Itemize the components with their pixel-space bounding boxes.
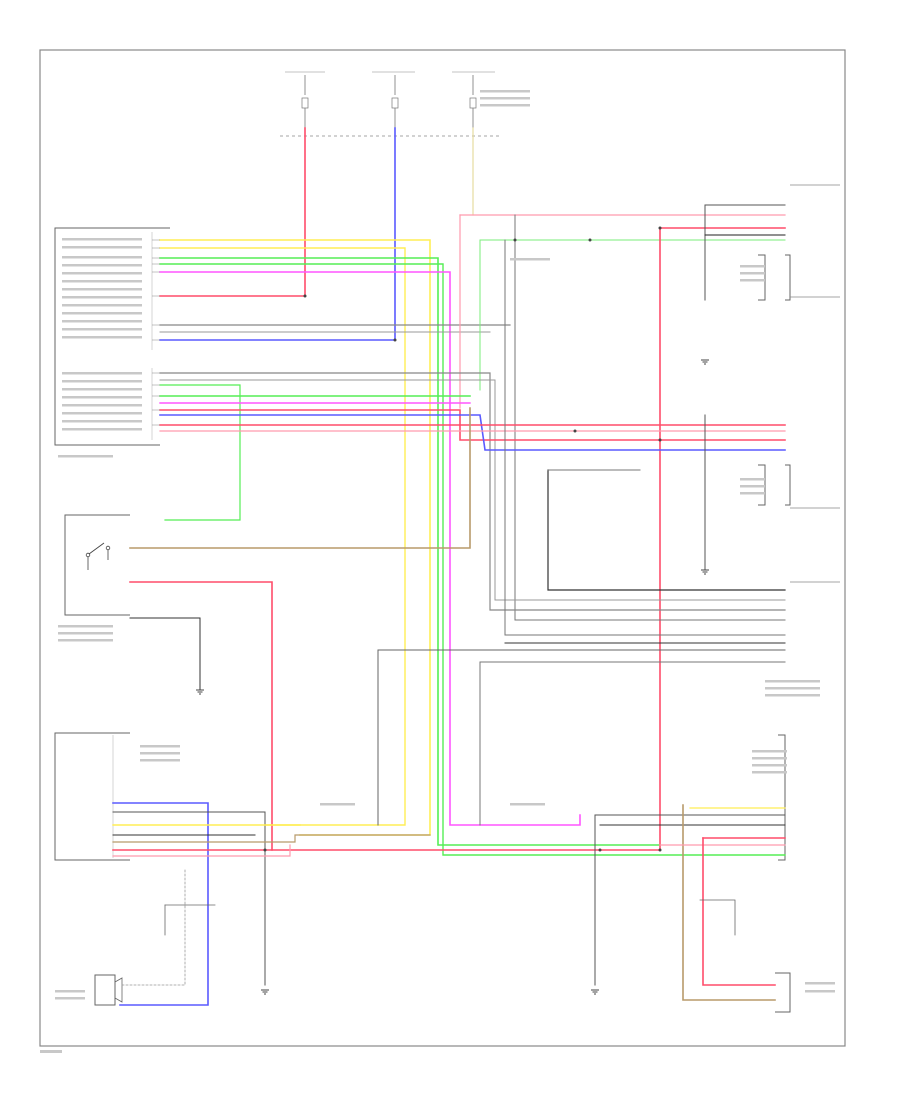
wire-blue-fuse-feed (159, 127, 396, 341)
wire-gray-amp-1 (504, 239, 786, 636)
splice-icon (658, 226, 662, 230)
door-switch (64, 514, 130, 616)
wire-gray-tw (119, 869, 186, 986)
splices (263, 226, 662, 852)
splice-icon (573, 429, 577, 433)
wire-gray-amp-3 (479, 661, 786, 826)
fuse-block (280, 71, 500, 137)
splice-icon (658, 438, 662, 442)
wire-blue-lower (159, 414, 786, 451)
wire-tan-fr (682, 804, 776, 1001)
wire-green-lower (159, 384, 241, 521)
right-tweeter (775, 972, 791, 1013)
wire-tan-fl (112, 834, 431, 843)
diagram-frame (39, 49, 846, 1047)
speaker-icon (114, 977, 123, 1003)
wire-green-1 (159, 257, 661, 846)
wires (112, 127, 786, 1006)
wire-gray-fr-2 (699, 899, 736, 936)
splice-icon (658, 848, 662, 852)
splice-icon (263, 848, 267, 852)
rear-right-speaker (758, 464, 840, 509)
ground-icon (701, 569, 709, 575)
connector-ticks (152, 239, 160, 426)
wire-red-door (129, 581, 273, 851)
wire-yellow-2 (159, 247, 406, 826)
wire-yellow-1 (159, 239, 431, 836)
ground-icon (261, 989, 269, 995)
wire-black-rr (547, 469, 786, 591)
wire-gray-fl (112, 811, 266, 986)
fuse-icon (391, 75, 399, 128)
front-right-speaker (778, 734, 786, 861)
ground-icon (701, 359, 709, 365)
splice-icon (303, 294, 307, 298)
wire-blue-fl (112, 802, 209, 1006)
wire-magenta-1 (159, 271, 581, 826)
wire-gray-rear-left (514, 214, 786, 621)
fuse-icon (469, 75, 477, 128)
grounds (196, 359, 709, 995)
ground-icon (196, 689, 204, 695)
splice-icon (588, 238, 592, 242)
switch-icon (85, 542, 111, 570)
audio-unit (54, 227, 170, 446)
wire-red-fuse-feed (159, 127, 306, 297)
rear-left-speaker (758, 184, 840, 301)
wire-red-tweeter-r (702, 837, 776, 986)
splice-icon (513, 238, 517, 242)
faint-labels (40, 90, 835, 1053)
fuse-icon (301, 75, 309, 128)
wire-gray-lower-2 (159, 379, 786, 601)
wire-black-door (129, 617, 201, 691)
wire-gray-lower (159, 372, 786, 611)
wire-pink-fl (112, 844, 291, 857)
splice-icon (393, 338, 397, 342)
wire-gray-amp-2 (377, 649, 786, 826)
front-left-speaker (54, 732, 130, 861)
ground-icon (591, 989, 599, 995)
splice-icon (598, 848, 602, 852)
wire-green-2 (159, 263, 786, 856)
wire-tan-door (129, 407, 471, 549)
left-tweeter (94, 974, 123, 1006)
